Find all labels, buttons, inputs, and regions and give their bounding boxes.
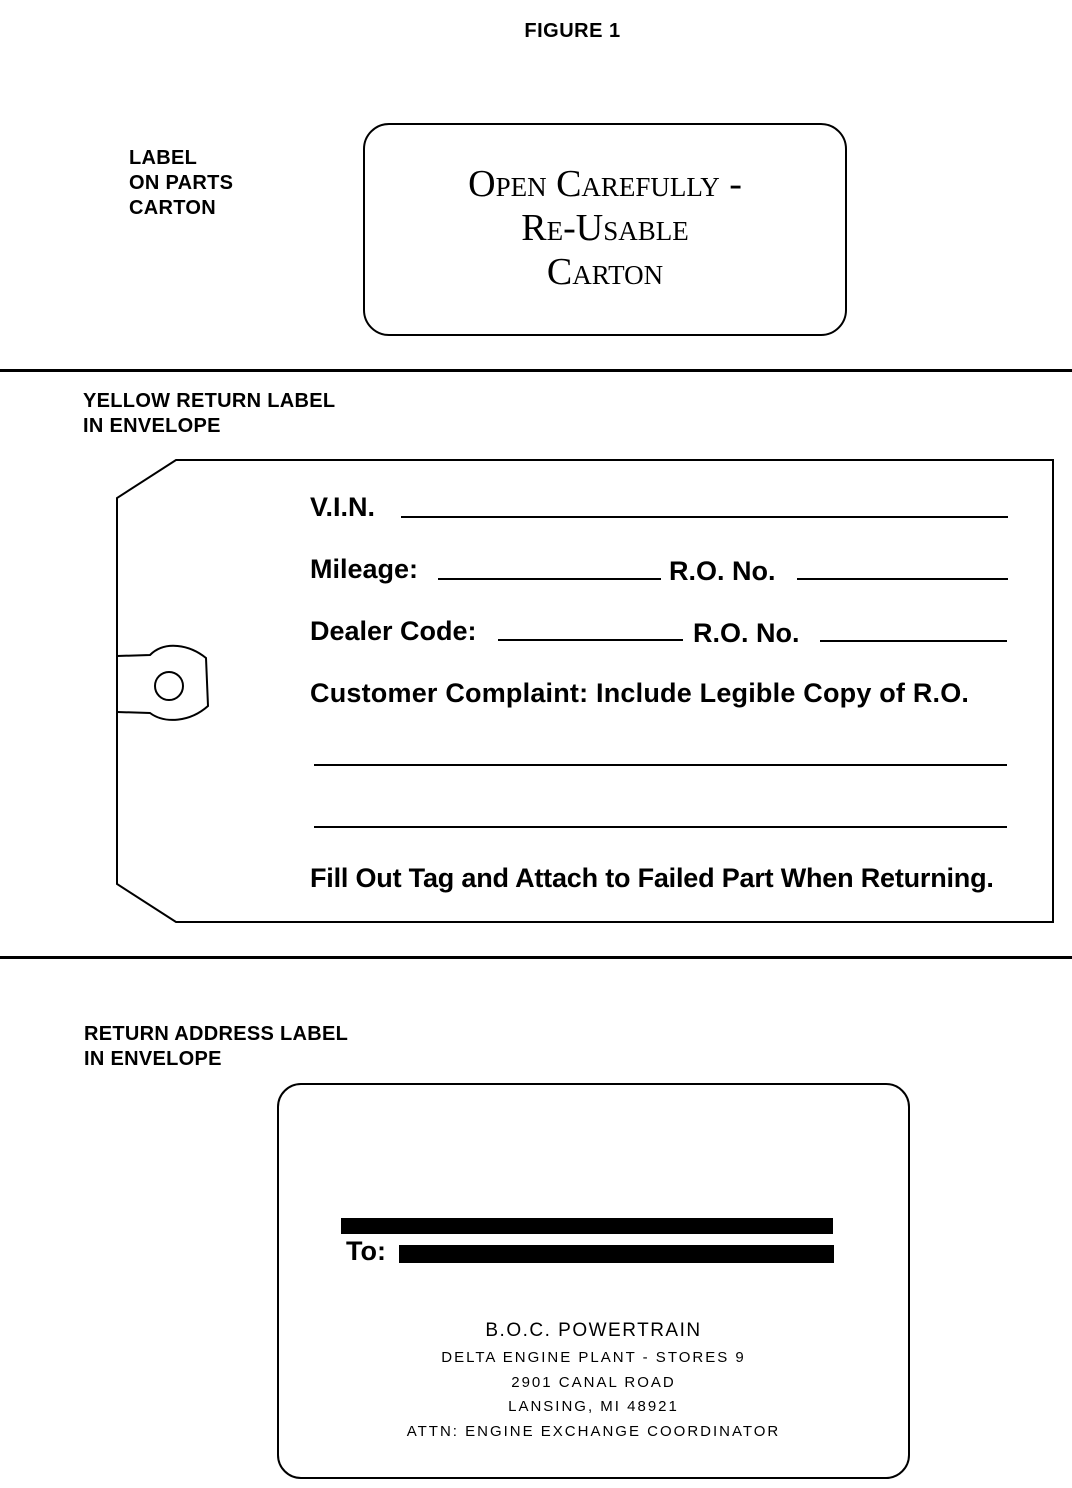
vin-field-line[interactable]: [401, 516, 1008, 518]
mileage-field-line[interactable]: [438, 578, 661, 580]
carton-label-text: Open Carefully - Re-Usable Carton: [363, 162, 847, 294]
carton-text-line-3: Carton: [546, 251, 664, 293]
dealer-code-label: Dealer Code:: [310, 616, 477, 646]
address-line-attn: ATTN: ENGINE EXCHANGE COORDINATOR: [406, 1423, 781, 1440]
parts-carton-section-label: LABEL ON PARTS CARTON: [129, 147, 234, 219]
address-label-section-label: RETURN ADDRESS LABEL IN ENVELOPE: [84, 1023, 349, 1070]
tag-footer-instruction: Fill Out Tag and Attach to Failed Part W…: [310, 863, 994, 893]
vin-label: V.I.N.: [310, 492, 376, 522]
dealer-code-field-line[interactable]: [498, 639, 683, 641]
ro-no-label-1: R.O. No.: [669, 556, 776, 586]
complaint-field-line-2[interactable]: [314, 826, 1007, 828]
section-divider-2: [0, 956, 1072, 959]
tag-eyelet-icon: [154, 671, 184, 701]
ro-no-field-line-2[interactable]: [820, 640, 1007, 642]
redacted-bar-2: [399, 1245, 834, 1263]
to-label: To:: [346, 1236, 386, 1266]
carton-text-line-1: Open Carefully -: [468, 163, 742, 205]
complaint-field-line-1[interactable]: [314, 764, 1007, 766]
address-line-street: 2901 CANAL ROAD: [511, 1374, 676, 1391]
redacted-bar-1: [341, 1218, 833, 1234]
address-line-plant: DELTA ENGINE PLANT - STORES 9: [441, 1349, 746, 1366]
carton-label-box: [363, 123, 847, 336]
ro-no-field-line-1[interactable]: [797, 578, 1008, 580]
return-tag-section-label: YELLOW RETURN LABEL IN ENVELOPE: [83, 390, 336, 437]
carton-text-line-2: Re-Usable: [521, 207, 689, 249]
section-divider-1: [0, 369, 1072, 372]
address-line-company: B.O.C. POWERTRAIN: [485, 1320, 702, 1341]
ro-no-label-2: R.O. No.: [693, 618, 800, 648]
figure-title: FIGURE 1: [524, 20, 621, 42]
customer-complaint-label: Customer Complaint: Include Legible Copy…: [310, 678, 970, 708]
mileage-label: Mileage:: [310, 554, 419, 584]
address-line-city: LANSING, MI 48921: [508, 1398, 679, 1415]
address-label-box: [277, 1083, 910, 1479]
